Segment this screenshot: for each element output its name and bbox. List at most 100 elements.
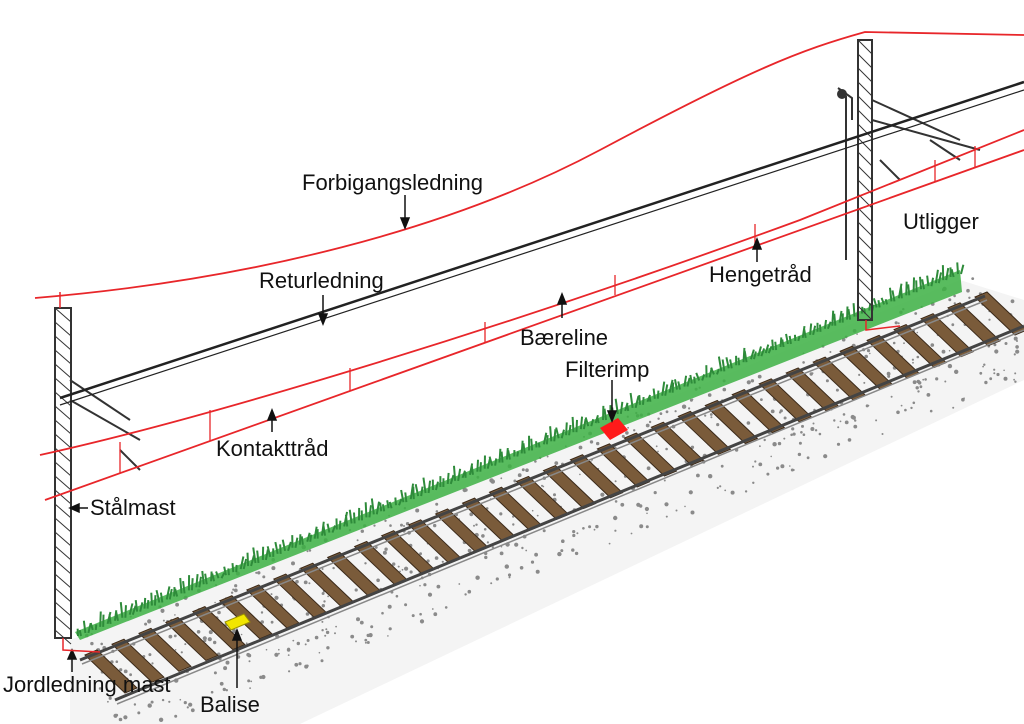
ballast-stone [240, 633, 243, 636]
ballast-stone [469, 512, 474, 517]
ballast-stone [947, 363, 953, 369]
ballast-stone [291, 561, 295, 566]
mast-lattice-bar [857, 221, 873, 237]
grass-tuft [809, 323, 817, 336]
ballast-stone [314, 635, 319, 640]
grass-tuft [187, 575, 194, 591]
ballast-stone [473, 524, 475, 527]
ballast-stone [952, 406, 955, 409]
ballast-stone [646, 512, 648, 515]
ballast-stone [1003, 376, 1008, 381]
ballast-stone [274, 652, 279, 657]
ballast-stone [389, 524, 392, 527]
mast-lattice-bar [54, 587, 72, 603]
ballast-stone [462, 487, 467, 493]
ballast-stone [186, 706, 189, 709]
ballast-stone [791, 427, 795, 431]
ballast-stone [151, 662, 154, 665]
ballast-stone [770, 455, 772, 458]
mast-lattice-bar [54, 321, 72, 337]
grass-tuft [838, 310, 844, 323]
sleeper [191, 606, 246, 651]
filterimp-box [600, 418, 628, 440]
ballast-stone [818, 432, 822, 436]
ballast-stone [303, 580, 308, 585]
ballast-stone [553, 493, 556, 497]
mast-lattice-bar [857, 165, 873, 181]
ballast-stone [688, 407, 691, 410]
ballast-stone [223, 666, 228, 671]
ballast-stone [214, 601, 216, 604]
grass-tuft [717, 356, 726, 372]
ballast-stone [373, 524, 376, 527]
ballast-stone [364, 638, 368, 642]
ballast-stone [919, 385, 923, 389]
grass-tuft [252, 547, 260, 564]
ballast-stone [574, 551, 579, 556]
returledning-wire [59, 80, 1024, 400]
ballast-stone [707, 393, 712, 397]
jordledning-wire-right [865, 320, 901, 331]
ballast-stone [910, 406, 913, 410]
ballast-stone [730, 490, 735, 495]
ballast-stone [202, 636, 207, 641]
label-filterimp: Filterimp [565, 357, 649, 382]
ballast-stone [593, 528, 596, 531]
ballast-stone [521, 546, 524, 550]
ballast-stone [411, 614, 415, 618]
grass-tuft [298, 534, 304, 545]
grass-tuft [831, 310, 837, 326]
ballast-stone [759, 445, 761, 448]
ballast-stone [783, 416, 787, 420]
ballast-stone [948, 349, 951, 352]
grass-tuft [452, 465, 462, 482]
jordledning-wire-left [62, 638, 101, 653]
ballast-stone [180, 651, 183, 654]
ballast-stone [571, 548, 575, 552]
ballast-stone [811, 372, 814, 375]
ballast-stone [1013, 336, 1018, 341]
ballast-stone [758, 462, 763, 467]
ballast-stone [760, 398, 763, 401]
ballast-stone [780, 464, 785, 469]
mast-lattice-bar [54, 559, 72, 575]
ballast-stone [147, 703, 152, 708]
grass-tuft [461, 470, 467, 479]
ballast-stone [332, 566, 335, 570]
grass-tuft [897, 283, 903, 299]
ballast-stone [382, 550, 387, 555]
grass-tuft [689, 374, 696, 384]
ballast-stone [321, 568, 324, 570]
ballast-stone [757, 374, 762, 379]
ballast-stone [489, 478, 494, 483]
grass-tuft [919, 276, 926, 290]
ballast-stone [500, 477, 503, 480]
ballast-stone [433, 612, 438, 617]
grass-tuft [785, 333, 792, 345]
grass-tuft [76, 628, 82, 637]
ballast-stone [249, 687, 252, 689]
ballast-stone [210, 690, 214, 694]
sleeper [731, 389, 786, 434]
grass-tuft [165, 586, 173, 600]
grass-tuft [624, 402, 630, 412]
grass-tuft [912, 277, 918, 293]
ballast-stone [627, 426, 629, 429]
mast-lattice-bar [857, 95, 873, 111]
grass-tuft [409, 483, 415, 500]
mast-lattice-bar [857, 109, 873, 125]
ballast-stone [355, 640, 357, 643]
ballast-stone [519, 566, 524, 570]
grass-tuft [528, 435, 534, 451]
grass-tuft [926, 275, 935, 287]
ballast-stone [812, 422, 815, 425]
ballast-stone [746, 380, 751, 385]
steel-mast-right [837, 39, 981, 321]
ballast-stone [419, 612, 422, 616]
ballast-stone [232, 588, 235, 591]
grass-tuft [99, 611, 105, 627]
ballast-stone [863, 381, 866, 384]
ballast-stone [633, 429, 636, 432]
ballast-stone [304, 664, 309, 669]
grass-tuft [505, 447, 511, 460]
